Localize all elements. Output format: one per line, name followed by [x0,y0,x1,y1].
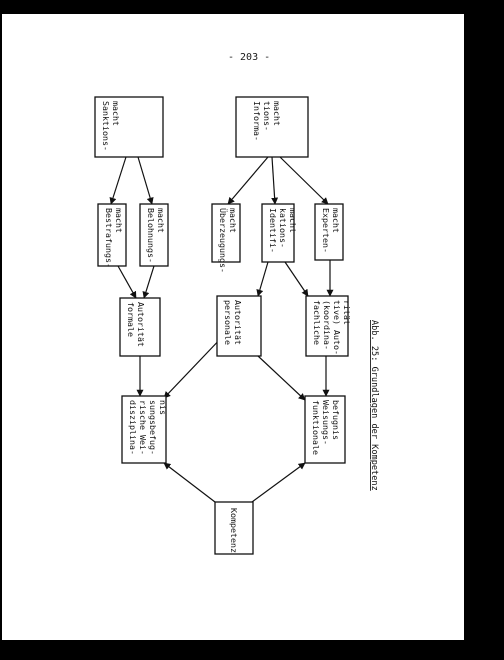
edge-identifikation-fachlich [284,261,309,297]
edges [109,156,334,503]
node-funktional-line-3: befugnis [331,400,341,440]
node-personale-autoritaet-line-1: personale [223,300,233,345]
node-sanktionsmacht-line-2: macht [111,101,121,126]
figure-caption: Abb. 25: Grundlagen der Kompetenz [369,320,379,491]
node-funktionale-weisungsbefugnis: funktionale Weisungs- befugnis [304,395,346,464]
node-disziplinarisch-line-3: sungsbefug- [148,400,158,455]
node-fachliche-autoritaet-line-3: tive) Auto- [332,300,342,355]
node-disziplinarisch-line-1: disziplina- [128,400,138,455]
edge-kompetenz-disziplinarisch [163,462,216,503]
node-ueberzeugungsmacht-line-2: macht [228,208,238,233]
page-number: - 203 - [228,52,271,63]
node-formale-autoritaet-line-2: Autorität [136,302,146,347]
node-sanktionsmacht-line-1: Sanktions- [101,101,111,151]
node-formale-autoritaet-line-1: formale [126,302,136,337]
node-belohnungsmacht: Belohnungs- macht [139,203,169,267]
node-belohnungsmacht-line-1: Belohnungs- [146,208,156,263]
node-sanktionsmacht: Sanktions- macht [94,96,164,158]
node-ueberzeugungsmacht: Überzeugungs- macht [211,203,241,273]
edge-personal-funktional [257,355,306,401]
node-expertenmacht: Experten- macht [314,203,344,261]
node-expertenmacht-line-1: Experten- [321,208,331,253]
node-fachliche-autoritaet-line-1: fachliche [312,300,322,345]
node-disziplinarisch-line-4: nis [158,400,168,415]
node-bestrafungsmacht-line-1: Bestrafungs- [104,208,114,268]
node-kompetenz: Kompetenz [214,501,254,555]
node-identifikationsmacht-line-3: macht [288,208,298,233]
node-identifikationsmacht-line-2: kations- [278,208,288,248]
edge-information-ueberzeugung [227,156,269,205]
edge-sanktion-bestrafung [109,156,127,205]
node-ueberzeugungsmacht-line-1: Überzeugungs- [218,208,228,273]
edge-kompetenz-funktional [251,462,306,503]
node-informationsmacht-line-2: tions- [262,101,272,131]
edge-information-identifikation [271,156,279,205]
node-bestrafungsmacht: Bestrafungs- macht [97,203,127,268]
node-identifikationsmacht-line-1: Identifi- [268,208,278,253]
node-formale-autoritaet: formale Autorität [119,297,161,357]
edge-personal-disziplinarisch [163,333,226,399]
node-fachliche-autoritaet-line-2: (koordina- [322,300,332,350]
edge-identifikation-personal [256,261,269,297]
node-personale-autoritaet: personale Autorität [216,295,262,357]
node-personale-autoritaet-line-2: Autorität [233,300,243,345]
node-informationsmacht-line-3: macht [272,101,282,126]
node-bestrafungsmacht-line-2: macht [114,208,124,233]
edge-sanktion-belohnung [137,156,154,205]
edge-belohnung-formal [142,265,155,299]
node-identifikationsmacht: Identifi- kations- macht [261,203,298,263]
node-informationsmacht-line-1: Informa- [252,101,262,141]
node-belohnungsmacht-line-2: macht [156,208,166,233]
edge-information-experten [279,156,329,205]
edge-bestrafung-formal [117,265,137,299]
node-disziplinarisch-line-2: rische Wei- [138,400,148,455]
node-funktional-line-1: funktionale [311,400,321,455]
node-fachliche-autoritaet-line-4: rität [342,300,352,325]
figure-caption-group: Abb. 25: Grundlagen der Kompetenz [369,320,379,491]
node-expertenmacht-line-2: macht [331,208,341,233]
node-fachliche-autoritaet: fachliche (koordina- tive) Auto- rität [305,295,352,357]
node-kompetenz-label: Kompetenz [229,508,239,553]
node-funktional-line-2: Weisungs- [321,400,331,445]
node-informationsmacht: Informa- tions- macht [235,96,309,158]
node-disziplinarische-weisungsbefugnis: disziplina- rische Wei- sungsbefug- nis [121,395,168,464]
